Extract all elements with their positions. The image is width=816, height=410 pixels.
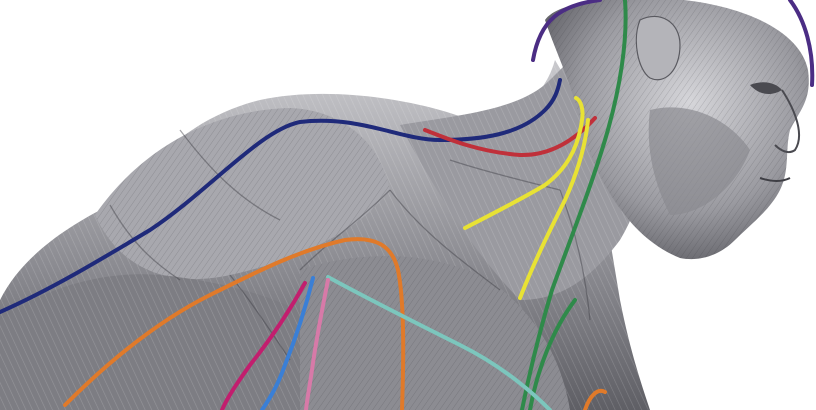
deltoid-muscle [95,108,390,280]
eye [750,82,782,95]
orange-route [63,237,406,410]
blue-route [260,276,315,410]
mouth [759,177,791,182]
yellow-route-2 [518,118,590,300]
magenta-route [220,281,307,410]
dark-blue-route [0,78,562,314]
head [545,0,809,259]
green-route-2 [528,298,577,410]
ear [635,15,681,81]
purple-route [531,0,815,87]
nose [774,89,800,154]
green-route-1 [520,0,628,410]
orange-route-small [583,389,607,410]
teal-route [326,275,552,410]
red-route [423,116,597,158]
yellow-route-1 [463,96,585,230]
upper-arm [0,274,330,410]
pink-route [304,278,330,410]
